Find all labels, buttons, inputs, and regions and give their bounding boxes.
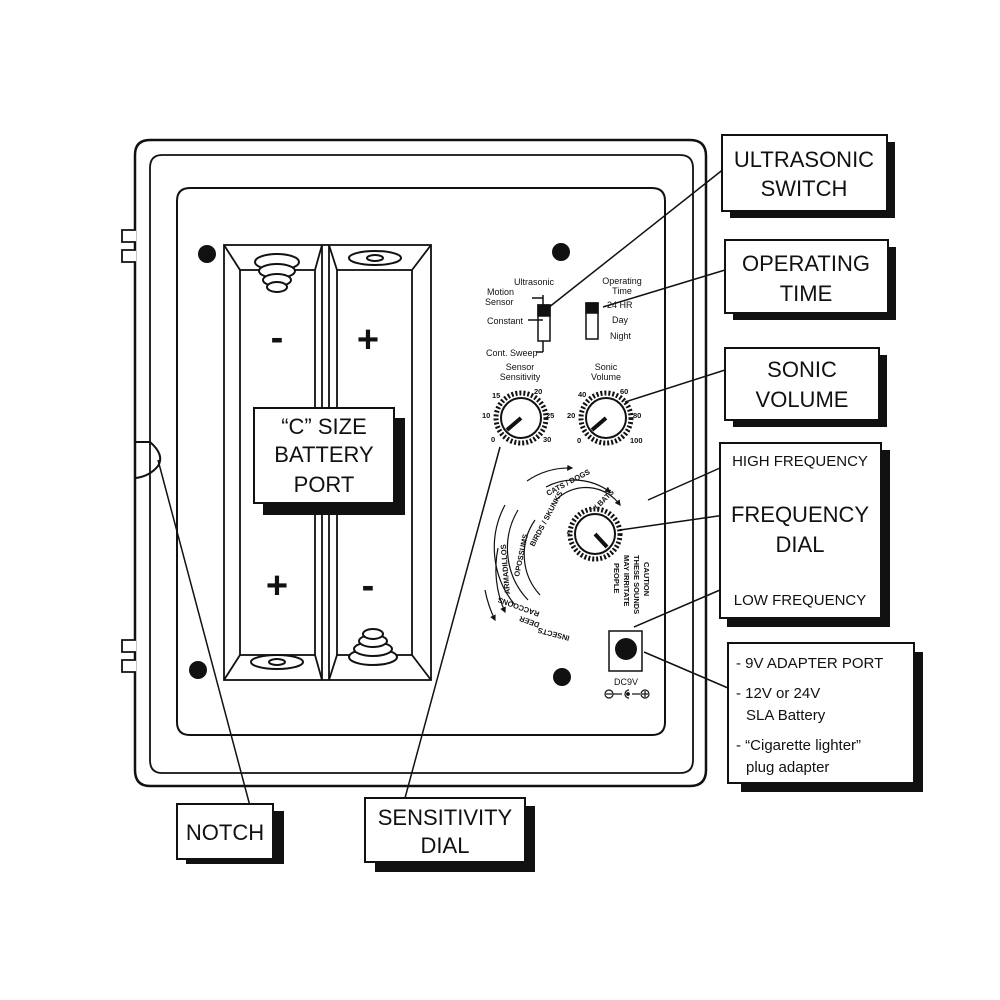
operating-time-title-2: Time <box>612 286 632 296</box>
svg-text:60: 60 <box>620 387 628 396</box>
sensitivity-scale: 0 10 15 20 25 30 <box>482 387 554 444</box>
svg-text:BATTERY: BATTERY <box>274 442 374 467</box>
mode-motion-sensor: Sensor <box>485 297 514 307</box>
svg-text:“C” SIZE: “C” SIZE <box>281 414 367 439</box>
svg-text:DIAL: DIAL <box>421 833 470 858</box>
svg-text:INSECTS: INSECTS <box>537 626 571 643</box>
svg-text:10: 10 <box>482 411 490 420</box>
svg-text:20: 20 <box>567 411 575 420</box>
svg-text:SWITCH: SWITCH <box>761 176 848 201</box>
sensitivity-title-1: Sensor <box>506 362 535 372</box>
mode-switch <box>528 295 551 353</box>
enclosure <box>133 138 708 788</box>
svg-text:THESE SOUNDS: THESE SOUNDS <box>632 555 641 614</box>
svg-text:BIRDS / SKUNKS: BIRDS / SKUNKS <box>528 490 565 548</box>
frequency-arcs <box>484 464 621 622</box>
svg-text:25: 25 <box>546 411 554 420</box>
mode-switch-title: Ultrasonic <box>514 277 555 287</box>
svg-text:80: 80 <box>633 411 641 420</box>
operating-day: Day <box>612 315 629 325</box>
notch-shape <box>135 441 162 479</box>
battery-minus-top: - <box>271 317 284 359</box>
svg-text:SENSITIVITY: SENSITIVITY <box>378 805 513 830</box>
operating-24hr: 24 HR <box>607 300 633 310</box>
callout-notch: NOTCH <box>176 803 284 864</box>
battery-minus-bottom: - <box>362 565 375 607</box>
svg-text:FREQUENCY: FREQUENCY <box>731 502 869 527</box>
svg-text:- “Cigarette lighter”: - “Cigarette lighter” <box>736 737 861 754</box>
callout-battery-port: “C” SIZE BATTERY PORT <box>253 407 405 515</box>
battery-plus-top: + <box>357 319 379 361</box>
svg-text:CAUTION: CAUTION <box>642 562 651 596</box>
mode-cont-sweep: Cont. Sweep <box>486 348 538 358</box>
svg-text:- 9V ADAPTER PORT: - 9V ADAPTER PORT <box>736 655 883 672</box>
callout-ultrasonic-switch: ULTRASONIC SWITCH <box>721 134 895 218</box>
mounting-screws <box>189 243 571 686</box>
hinge-tabs <box>121 229 136 673</box>
volume-knob <box>578 390 634 446</box>
volume-title-1: Sonic <box>595 362 618 372</box>
svg-text:100: 100 <box>630 436 643 445</box>
high-frequency-label: HIGH FREQUENCY <box>732 453 868 470</box>
callout-operating-time: OPERATING TIME <box>724 239 896 320</box>
svg-text:OPERATING: OPERATING <box>742 251 870 276</box>
mode-motion-sensor-1: Motion <box>487 287 514 297</box>
frequency-knob <box>567 506 623 562</box>
svg-text:- 12V or 24V: - 12V or 24V <box>736 685 820 702</box>
battery-spring-top <box>254 253 300 293</box>
svg-text:SONIC: SONIC <box>767 357 837 382</box>
sensitivity-title-2: Sensitivity <box>500 372 541 382</box>
svg-text:NOTCH: NOTCH <box>186 820 264 845</box>
dc-label: DC9V <box>614 677 638 687</box>
svg-text:RACCOONS: RACCOONS <box>496 595 540 618</box>
low-frequency-label: LOW FREQUENCY <box>734 592 867 609</box>
sensitivity-knob <box>493 390 549 446</box>
svg-text:40: 40 <box>578 390 586 399</box>
svg-text:SLA Battery: SLA Battery <box>746 707 826 724</box>
callout-frequency-dial: HIGH FREQUENCY FREQUENCY DIAL LOW FREQUE… <box>719 442 890 627</box>
caution-text: CAUTION THESE SOUNDS MAY IRRITATE PEOPLE <box>612 555 651 614</box>
battery-spring-bottom <box>348 628 398 666</box>
volume-title-2: Volume <box>591 372 621 382</box>
mode-constant: Constant <box>487 316 524 326</box>
svg-text:0: 0 <box>491 435 495 444</box>
svg-text:PORT: PORT <box>294 472 355 497</box>
svg-text:ULTRASONIC: ULTRASONIC <box>734 147 874 172</box>
battery-contact-top <box>348 250 402 266</box>
operating-time-switch <box>585 302 599 340</box>
operating-time-title-1: Operating <box>602 276 642 286</box>
battery-contact-bottom <box>250 654 304 670</box>
svg-text:VOLUME: VOLUME <box>756 387 849 412</box>
callout-sonic-volume: SONIC VOLUME <box>724 347 887 427</box>
leader-lines <box>157 167 729 807</box>
svg-text:15: 15 <box>492 391 500 400</box>
svg-text:30: 30 <box>543 435 551 444</box>
dc-jack-frame <box>608 630 643 672</box>
svg-text:TIME: TIME <box>780 281 833 306</box>
svg-text:ARMADILLOS: ARMADILLOS <box>499 544 512 595</box>
battery-plus-bottom: + <box>266 565 288 607</box>
svg-text:PEOPLE: PEOPLE <box>612 563 621 593</box>
callout-power-options: - 9V ADAPTER PORT - 12V or 24V SLA Batte… <box>727 642 923 792</box>
svg-text:plug adapter: plug adapter <box>746 759 829 776</box>
operating-night: Night <box>610 331 632 341</box>
svg-text:DIAL: DIAL <box>776 532 825 557</box>
dc-jack-port <box>615 638 637 660</box>
svg-text:OPOSSUMS: OPOSSUMS <box>512 533 530 577</box>
svg-text:0: 0 <box>577 436 581 445</box>
callout-sensitivity-dial: SENSITIVITY DIAL <box>364 797 535 872</box>
svg-text:20: 20 <box>534 387 542 396</box>
svg-text:MAY IRRITATE: MAY IRRITATE <box>622 555 631 606</box>
volume-scale: 0 20 40 60 80 100 <box>567 387 643 445</box>
svg-text:CATS / DOGS: CATS / DOGS <box>545 467 592 498</box>
dc-polarity-icon <box>604 689 650 699</box>
